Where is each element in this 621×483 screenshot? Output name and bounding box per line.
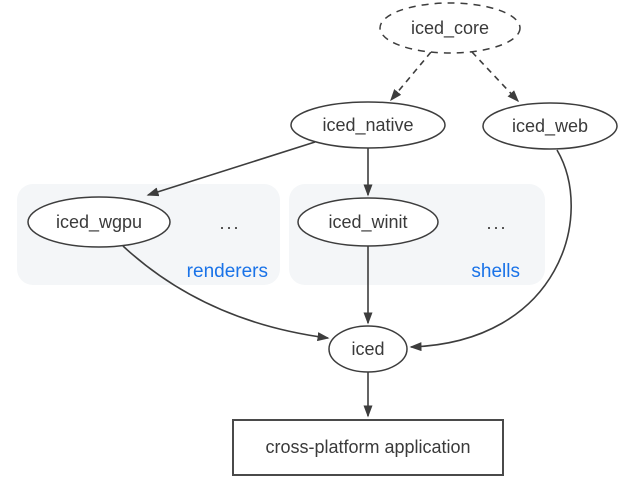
- node-iced_native-label: iced_native: [322, 115, 413, 136]
- node-cross-platform-application-label: cross-platform application: [265, 437, 470, 457]
- edge-iced_core-to-iced_web: [471, 51, 520, 103]
- node-iced_wgpu: [27, 196, 171, 248]
- node-iced_core-label: iced_core: [411, 18, 489, 39]
- node-iced_web-label: iced_web: [512, 116, 588, 137]
- node-iced_wgpu-label: iced_wgpu: [56, 212, 142, 233]
- node-iced_winit: [297, 197, 439, 247]
- renderers-group-label: renderers: [187, 261, 268, 282]
- edge-iced_wgpu-to-iced: [122, 245, 330, 342]
- node-iced_winit-label: iced_winit: [328, 212, 407, 233]
- node-cross-platform-application: [232, 419, 504, 476]
- node-iced-label: iced: [351, 339, 384, 359]
- edge-iced_web-to-iced: [409, 149, 572, 352]
- edge-iced_native-to-iced_wgpu: [146, 141, 316, 197]
- node-iced_web: [482, 102, 618, 150]
- node-iced: [328, 325, 408, 373]
- node-iced_core: [379, 2, 521, 54]
- edge-iced_core-to-iced_native: [390, 51, 432, 102]
- shells-group-label: shells: [471, 261, 520, 282]
- renderers-ellipsis: ...: [219, 213, 240, 233]
- shells-ellipsis: ...: [486, 213, 507, 233]
- node-iced_native: [290, 101, 446, 149]
